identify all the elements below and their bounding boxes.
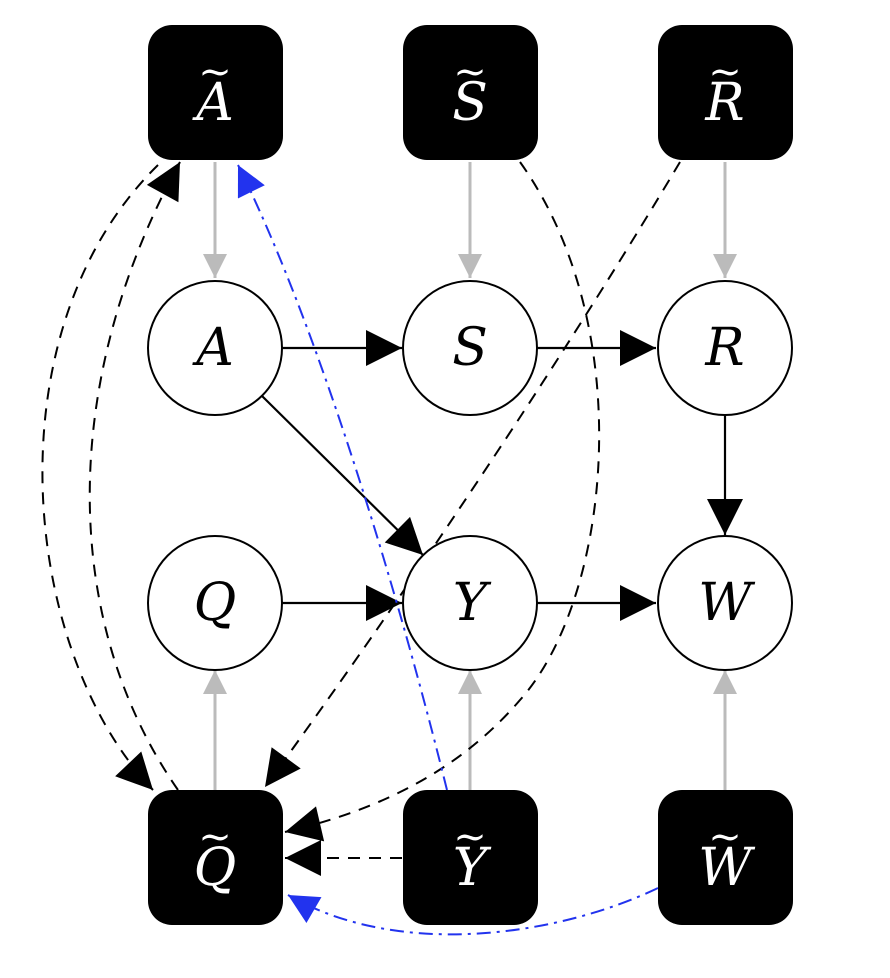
node-a: A (147, 280, 283, 416)
node-label: R (704, 73, 744, 133)
node-q-tilde: ~ Q (148, 790, 283, 925)
node-w: W (657, 535, 793, 671)
tilde-mark: ~ (708, 49, 742, 95)
node-r: R (657, 280, 793, 416)
node-label: Q (194, 838, 237, 898)
tilde-mark: ~ (453, 814, 487, 860)
node-label: R (704, 318, 744, 378)
observation-edges (203, 162, 737, 790)
causal-edges (261, 330, 743, 621)
tilde-mark: ~ (453, 49, 487, 95)
dashed-edges (41, 161, 681, 876)
node-label: Y (453, 838, 492, 898)
edge-y-tilde-to-a-tilde (237, 164, 448, 791)
node-label: W (698, 573, 755, 633)
node-w-tilde: ~ W (658, 790, 793, 925)
edge-q-tilde-to-a-tilde (88, 161, 181, 791)
node-label: S (452, 318, 488, 378)
tilde-mark: ~ (708, 814, 742, 860)
node-q: Q (147, 535, 283, 671)
node-label: A (192, 73, 234, 133)
edge-a-to-y (261, 395, 424, 556)
tilde-mark: ~ (198, 49, 232, 95)
edge-w-tilde-to-q-tilde (287, 887, 659, 936)
node-label: W (698, 838, 755, 898)
node-s: S (402, 280, 538, 416)
edge-s-tilde-to-q-tilde (284, 161, 601, 842)
node-s-tilde: ~ S (403, 25, 538, 160)
node-label: Y (453, 573, 492, 633)
node-label: A (192, 318, 234, 378)
tilde-mark: ~ (198, 814, 232, 860)
dashdot-edges (237, 164, 659, 936)
node-label: S (452, 73, 488, 133)
node-y-tilde: ~ Y (403, 790, 538, 925)
edge-r-tilde-to-q-tilde (264, 161, 681, 788)
node-label: Q (194, 573, 237, 633)
node-y: Y (402, 535, 538, 671)
node-r-tilde: ~ R (658, 25, 793, 160)
edge-a-tilde-to-q-tilde (41, 164, 159, 791)
node-a-tilde: ~ A (148, 25, 283, 160)
